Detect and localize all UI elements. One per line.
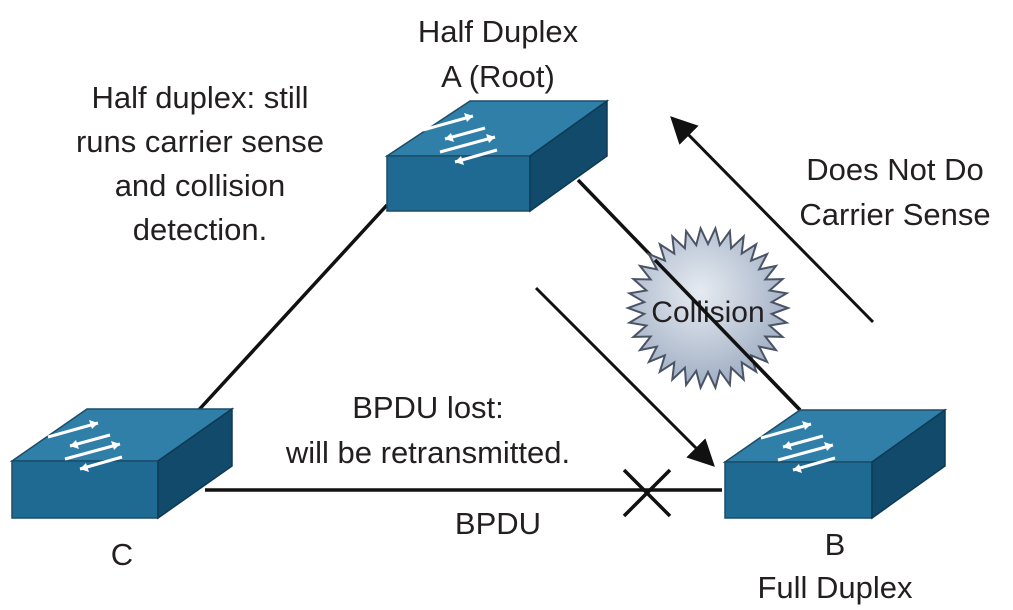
- switch-a-label-line2: A (Root): [441, 59, 555, 94]
- half-duplex-note-line4: detection.: [133, 212, 267, 247]
- no-carrier-sense-note-line2: Carrier Sense: [799, 197, 990, 232]
- switch-b-icon: [722, 408, 948, 520]
- link-a-c: [194, 203, 389, 415]
- switch-c-label: C: [111, 537, 133, 572]
- bpdu-lost-note-line2: will be retransmitted.: [285, 435, 570, 470]
- link-a-b-over-burst: [653, 258, 802, 412]
- arrow-to-b: [534, 286, 715, 467]
- half-duplex-note-line1: Half duplex: still: [91, 80, 308, 115]
- half-duplex-note-line2: runs carrier sense: [76, 124, 324, 159]
- switch-c-icon: [9, 407, 235, 520]
- bpdu-label: BPDU: [455, 506, 541, 541]
- switch-a-label-line1: Half Duplex: [418, 14, 579, 49]
- collision-burst: Collision: [625, 225, 791, 391]
- switch-a-icon: [384, 99, 610, 213]
- no-carrier-sense-note-line1: Does Not Do: [806, 152, 983, 187]
- bpdu-lost-x-icon: [622, 468, 672, 518]
- switch-b-label-line1: B: [825, 527, 846, 562]
- switch-b-label-line2: Full Duplex: [757, 570, 913, 605]
- arrow-to-a: [670, 116, 875, 324]
- bpdu-lost-note-line1: BPDU lost:: [352, 390, 504, 425]
- half-duplex-note-line3: and collision: [115, 168, 286, 203]
